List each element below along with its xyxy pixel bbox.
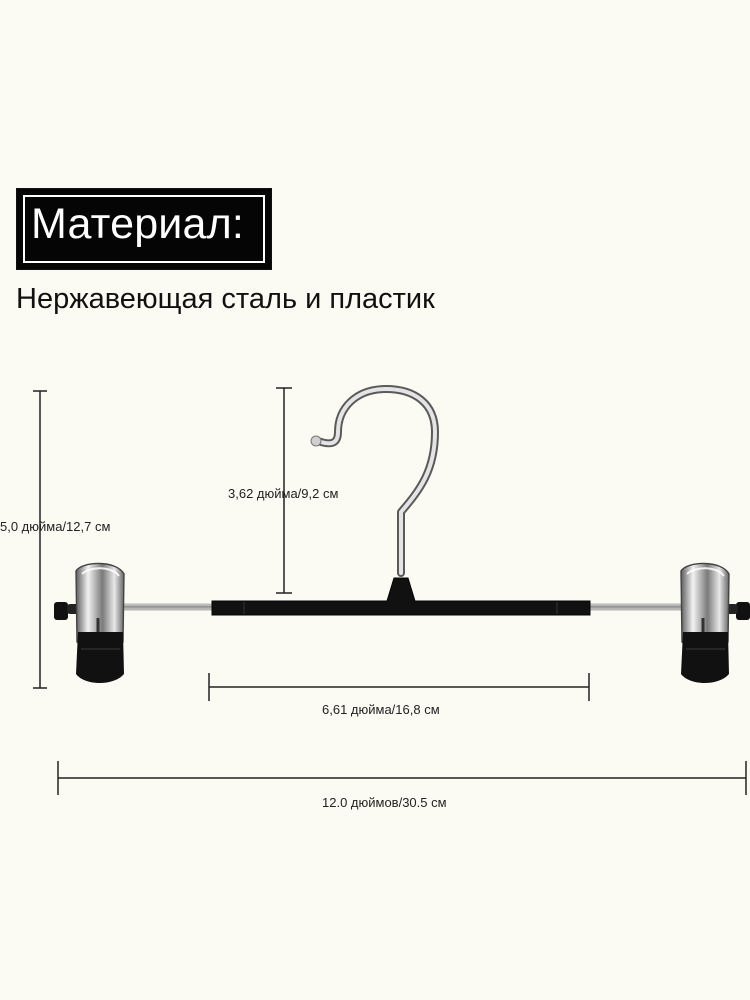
left-clip xyxy=(54,562,125,683)
bar-dimension-line xyxy=(208,673,590,701)
bar-dimension-label: 6,61 дюйма/16,8 см xyxy=(322,702,440,717)
height-dimension-line xyxy=(33,390,47,689)
material-title: Материал: xyxy=(31,200,245,248)
hook-dimension-line xyxy=(276,387,292,594)
height-dimension-label: 5,0 дюйма/12,7 см xyxy=(0,519,111,534)
material-description: Нержавеющая сталь и пластик xyxy=(16,283,435,315)
total-dimension-label: 12.0 дюймов/30.5 см xyxy=(322,795,447,810)
total-dimension-line xyxy=(57,761,747,795)
material-heading-frame xyxy=(23,195,265,263)
hook-dimension-label: 3,62 дюйма/9,2 см xyxy=(228,486,339,501)
hanger-hook xyxy=(310,385,439,577)
right-clip xyxy=(680,562,750,683)
hanger-center-body xyxy=(211,577,591,616)
material-heading-box: Материал: xyxy=(16,188,272,270)
